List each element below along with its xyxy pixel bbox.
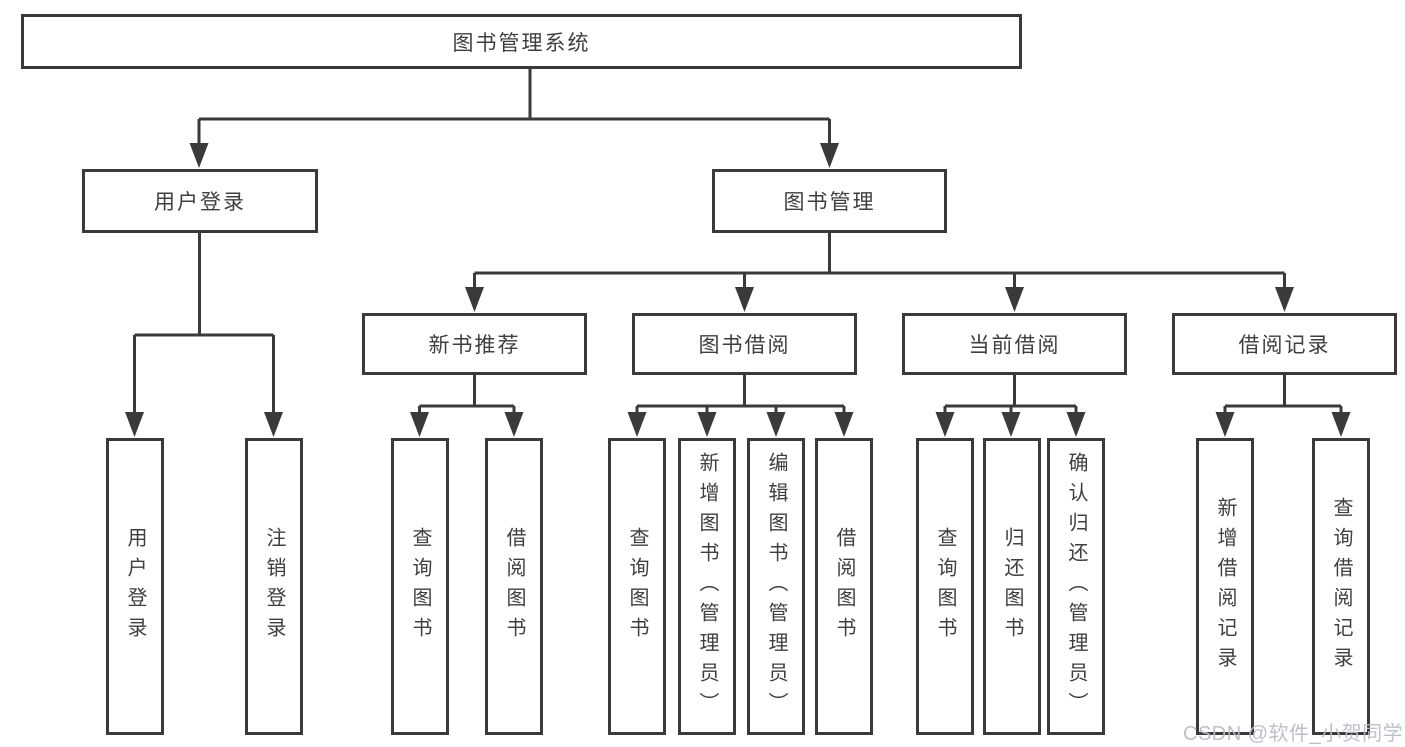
leaf-borrow-books-recommend: 借阅图书 xyxy=(485,438,543,735)
leaf-query-books-borrow: 查询图书 xyxy=(608,438,666,735)
leaf-query-books-current: 查询图书 xyxy=(916,438,974,735)
leaf-return-books-label: 归还图书 xyxy=(1001,526,1023,647)
leaf-add-borrow-record-label: 新增借阅记录 xyxy=(1214,496,1236,677)
leaf-borrow-books-recommend-label: 借阅图书 xyxy=(503,526,525,647)
leaf-confirm-return-admin-label: 确认归还（管理员） xyxy=(1065,451,1087,722)
leaf-edit-books-admin: 编辑图书（管理员） xyxy=(747,438,805,735)
arrowheads xyxy=(125,143,1351,437)
csdn-watermark: CSDN @软件_小贺同学 xyxy=(1183,723,1404,745)
leaf-edit-books-admin-label: 编辑图书（管理员） xyxy=(765,451,787,722)
node-book-management-label: 图书管理 xyxy=(783,191,876,214)
leaf-query-books-borrow-label: 查询图书 xyxy=(626,526,648,647)
node-borrowing-records-label: 借阅记录 xyxy=(1238,334,1331,357)
leaf-borrow-books-label: 借阅图书 xyxy=(833,526,855,647)
node-book-borrowing: 图书借阅 xyxy=(632,313,857,375)
node-new-book-recommend: 新书推荐 xyxy=(362,313,587,375)
node-book-borrowing-label: 图书借阅 xyxy=(698,334,791,357)
node-root-label: 图书管理系统 xyxy=(452,31,591,55)
leaf-confirm-return-admin: 确认归还（管理员） xyxy=(1047,438,1105,735)
leaf-logout-login: 注销登录 xyxy=(245,438,303,735)
leaf-user-login-label: 用户登录 xyxy=(124,526,146,647)
node-user-login: 用户登录 xyxy=(82,169,318,233)
leaf-borrow-books: 借阅图书 xyxy=(815,438,873,735)
leaf-add-books-admin: 新增图书（管理员） xyxy=(678,438,736,735)
leaf-add-books-admin-label: 新增图书（管理员） xyxy=(696,451,718,722)
node-root: 图书管理系统 xyxy=(21,14,1022,69)
leaf-query-borrow-record-label: 查询借阅记录 xyxy=(1330,496,1352,677)
node-user-login-label: 用户登录 xyxy=(154,191,246,214)
node-borrowing-records: 借阅记录 xyxy=(1172,313,1397,375)
leaf-query-books-current-label: 查询图书 xyxy=(934,526,956,647)
leaf-user-login: 用户登录 xyxy=(106,438,164,735)
node-current-borrowing-label: 当前借阅 xyxy=(968,334,1061,357)
leaf-add-borrow-record: 新增借阅记录 xyxy=(1196,438,1254,735)
leaf-return-books: 归还图书 xyxy=(983,438,1041,735)
node-book-management: 图书管理 xyxy=(712,169,947,233)
leaf-logout-login-label: 注销登录 xyxy=(263,526,285,647)
node-current-borrowing: 当前借阅 xyxy=(902,313,1127,375)
leaf-query-books-recommend: 查询图书 xyxy=(391,438,449,735)
node-new-book-recommend-label: 新书推荐 xyxy=(428,334,521,357)
leaf-query-books-recommend-label: 查询图书 xyxy=(409,526,431,647)
leaf-query-borrow-record: 查询借阅记录 xyxy=(1312,438,1370,735)
